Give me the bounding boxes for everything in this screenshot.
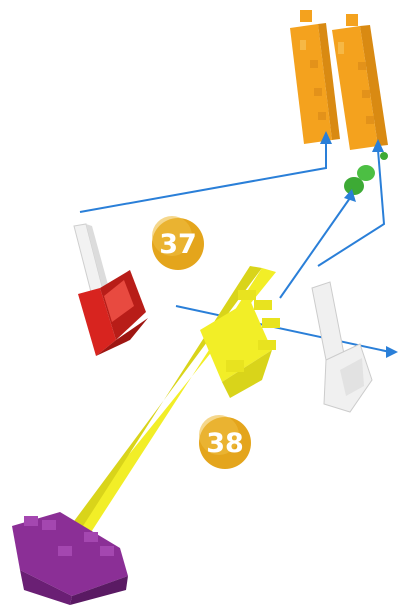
step-badge-37: 37 <box>152 216 204 270</box>
arrow-head-right <box>386 346 398 358</box>
purple-connector <box>12 512 128 605</box>
arrow-line-clip-to-orange <box>318 150 384 266</box>
arrow-line-yellow-to-green <box>280 198 350 298</box>
orange-connector-right <box>332 14 388 150</box>
step-number-37: 37 <box>159 229 197 260</box>
white-rod <box>74 224 110 296</box>
step-number-38: 38 <box>206 428 244 459</box>
step-badge-38: 38 <box>199 415 251 469</box>
arrow-line-rod-to-orange <box>80 138 326 212</box>
